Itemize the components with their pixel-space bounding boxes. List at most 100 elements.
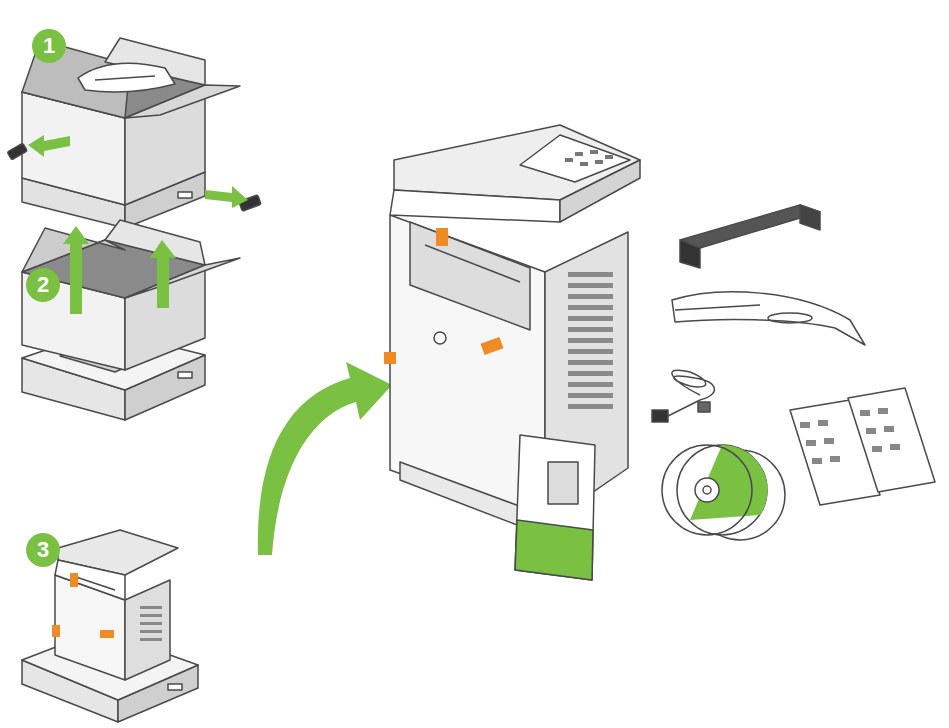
green-arrow bbox=[28, 135, 248, 208]
control-panel-overlay bbox=[800, 422, 810, 428]
printer-on-tray bbox=[140, 614, 162, 617]
printer bbox=[481, 337, 504, 355]
printer bbox=[568, 360, 613, 365]
step-number-circle: 3 bbox=[26, 533, 60, 567]
step-number: 1 bbox=[43, 35, 55, 57]
printer-on-tray bbox=[140, 606, 162, 641]
output-tray bbox=[680, 205, 820, 268]
printer bbox=[580, 162, 588, 166]
printer bbox=[568, 272, 613, 277]
side-clip bbox=[7, 143, 261, 211]
printer bbox=[568, 349, 613, 354]
green-arrow bbox=[63, 226, 89, 314]
packing-strap bbox=[672, 292, 865, 345]
printer-on-tray bbox=[140, 630, 162, 633]
printer-on-tray bbox=[22, 530, 198, 722]
power-cord bbox=[672, 370, 715, 400]
printer bbox=[568, 393, 613, 398]
control-panel-overlay bbox=[806, 440, 816, 446]
packing-strap bbox=[672, 292, 865, 345]
control-panel-overlay bbox=[848, 388, 935, 492]
step-number: 2 bbox=[37, 274, 49, 296]
output-tray bbox=[680, 205, 820, 248]
control-panel-overlay bbox=[830, 456, 840, 462]
output-tray bbox=[680, 240, 700, 268]
printer bbox=[390, 190, 560, 222]
cd bbox=[690, 445, 768, 520]
printer bbox=[565, 150, 613, 166]
control-panel-overlay bbox=[878, 408, 888, 414]
printer bbox=[384, 125, 640, 530]
power-cord bbox=[698, 402, 710, 412]
packing-strap bbox=[675, 305, 760, 310]
printer bbox=[568, 371, 613, 376]
shipping-box-step-2 bbox=[105, 220, 205, 265]
green-arrow bbox=[258, 362, 392, 555]
printer-on-tray bbox=[140, 622, 162, 625]
printer-on-tray bbox=[100, 630, 114, 638]
printer bbox=[568, 338, 613, 343]
getting-started-guide bbox=[515, 435, 595, 580]
printer bbox=[434, 332, 446, 344]
printer bbox=[590, 150, 598, 154]
shipping-box-step-1 bbox=[178, 192, 192, 198]
green-arrow bbox=[28, 135, 70, 157]
green-arrow bbox=[258, 362, 392, 555]
printer bbox=[568, 272, 613, 409]
control-panel-overlay bbox=[800, 408, 900, 464]
cd bbox=[662, 445, 785, 540]
power-cord bbox=[652, 370, 714, 422]
printer-on-tray bbox=[52, 573, 114, 638]
shipping-box-step-1 bbox=[78, 63, 175, 92]
green-arrow bbox=[63, 226, 176, 314]
step-number-circle: 1 bbox=[32, 29, 66, 63]
printer bbox=[568, 294, 613, 299]
side-clip bbox=[7, 143, 27, 160]
control-panel-overlay bbox=[824, 438, 834, 444]
printer bbox=[400, 462, 530, 530]
printer-on-tray bbox=[125, 580, 170, 680]
printer bbox=[568, 382, 613, 387]
control-panel-overlay bbox=[872, 446, 882, 452]
step-number-circle: 2 bbox=[26, 268, 60, 302]
getting-started-guide bbox=[548, 462, 578, 504]
control-panel-overlay bbox=[884, 426, 894, 432]
shipping-box-step-1 bbox=[95, 76, 155, 80]
printer-on-tray bbox=[70, 573, 78, 587]
shipping-box-step-2 bbox=[22, 220, 240, 420]
control-panel-overlay bbox=[860, 410, 870, 416]
shipping-box-step-2 bbox=[125, 258, 240, 298]
printer-on-tray bbox=[140, 606, 162, 609]
getting-started-guide bbox=[515, 520, 593, 580]
printer bbox=[575, 152, 583, 156]
printer-on-tray bbox=[52, 625, 60, 637]
printer bbox=[595, 160, 603, 164]
cd bbox=[662, 445, 752, 535]
printer bbox=[436, 228, 448, 246]
power-cord bbox=[652, 410, 668, 422]
power-cord bbox=[668, 400, 700, 416]
shipping-box-step-1 bbox=[22, 38, 240, 228]
green-arrow bbox=[150, 240, 176, 308]
printer bbox=[384, 352, 396, 364]
printer bbox=[568, 316, 613, 321]
control-panel-overlay bbox=[890, 444, 900, 450]
control-panel-overlay bbox=[790, 388, 935, 505]
printer bbox=[520, 135, 630, 182]
cd bbox=[703, 486, 711, 494]
printer bbox=[565, 158, 573, 162]
cd bbox=[677, 445, 767, 535]
printer bbox=[568, 327, 613, 332]
control-panel-overlay bbox=[818, 420, 828, 426]
printer-on-tray bbox=[140, 638, 162, 641]
printer bbox=[605, 155, 613, 159]
printer bbox=[384, 228, 503, 364]
output-tray bbox=[800, 205, 820, 230]
printer-on-tray bbox=[168, 684, 182, 690]
printer bbox=[425, 245, 520, 282]
printer bbox=[410, 222, 530, 330]
control-panel-overlay bbox=[812, 458, 822, 464]
printer bbox=[568, 283, 613, 288]
